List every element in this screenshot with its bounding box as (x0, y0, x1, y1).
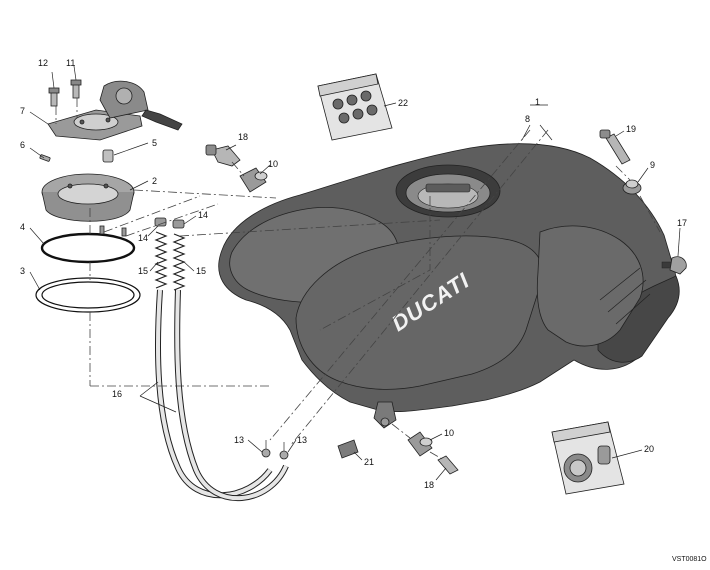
rubber-bush-9[interactable] (622, 179, 642, 195)
filler-cap-assembly[interactable] (35, 79, 183, 313)
callout-1: 1 (535, 97, 540, 107)
seal-kit-22[interactable] (317, 73, 393, 141)
callout-6: 6 (20, 140, 25, 150)
gasket-3 (35, 277, 141, 313)
rubber-bush-10-lower[interactable] (407, 431, 433, 457)
fitting-17[interactable] (669, 256, 687, 275)
callout-11: 11 (66, 58, 75, 68)
callout-19: 19 (626, 124, 636, 134)
drain-hoses[interactable] (154, 217, 289, 501)
assembly-lines (55, 98, 661, 461)
callout-12: 12 (38, 58, 48, 68)
callout-10-lower: 10 (444, 428, 454, 438)
callout-20: 20 (644, 444, 654, 454)
callout-2: 2 (152, 176, 157, 186)
callout-15-right: 15 (196, 266, 206, 276)
callout-9: 9 (650, 160, 655, 170)
screw-19[interactable] (599, 129, 631, 165)
label-21[interactable] (337, 439, 359, 459)
callout-13-right: 13 (297, 435, 307, 445)
callout-18-lower: 18 (424, 480, 434, 490)
drawing-code: VST0081O (672, 556, 707, 563)
rubber-bush-10-upper[interactable] (239, 167, 268, 193)
callout-18-upper: 18 (238, 132, 248, 142)
callout-22: 22 (398, 98, 408, 108)
callout-14-right: 14 (198, 210, 208, 220)
callout-8: 8 (525, 114, 530, 124)
callout-16: 16 (112, 389, 122, 399)
callout-21: 21 (364, 457, 374, 467)
screw-18-lower[interactable] (437, 455, 459, 475)
leader-lines (29, 65, 681, 481)
fuel-tank[interactable] (218, 143, 680, 429)
callout-numbers: 1 8 2 3 4 5 6 7 9 10 10 11 12 13 13 14 1… (20, 58, 687, 490)
callout-14-left: 14 (138, 233, 148, 243)
callout-7: 7 (20, 106, 25, 116)
callout-17: 17 (677, 218, 687, 228)
o-ring-4 (40, 232, 136, 264)
callout-5: 5 (152, 138, 157, 148)
callout-4: 4 (20, 222, 25, 232)
callout-13-left: 13 (234, 435, 244, 445)
screw-18-upper[interactable] (205, 144, 241, 167)
valve-kit-20[interactable] (551, 421, 625, 495)
callout-10-upper: 10 (268, 159, 278, 169)
callout-15-left: 15 (138, 266, 148, 276)
callout-3: 3 (20, 266, 25, 276)
